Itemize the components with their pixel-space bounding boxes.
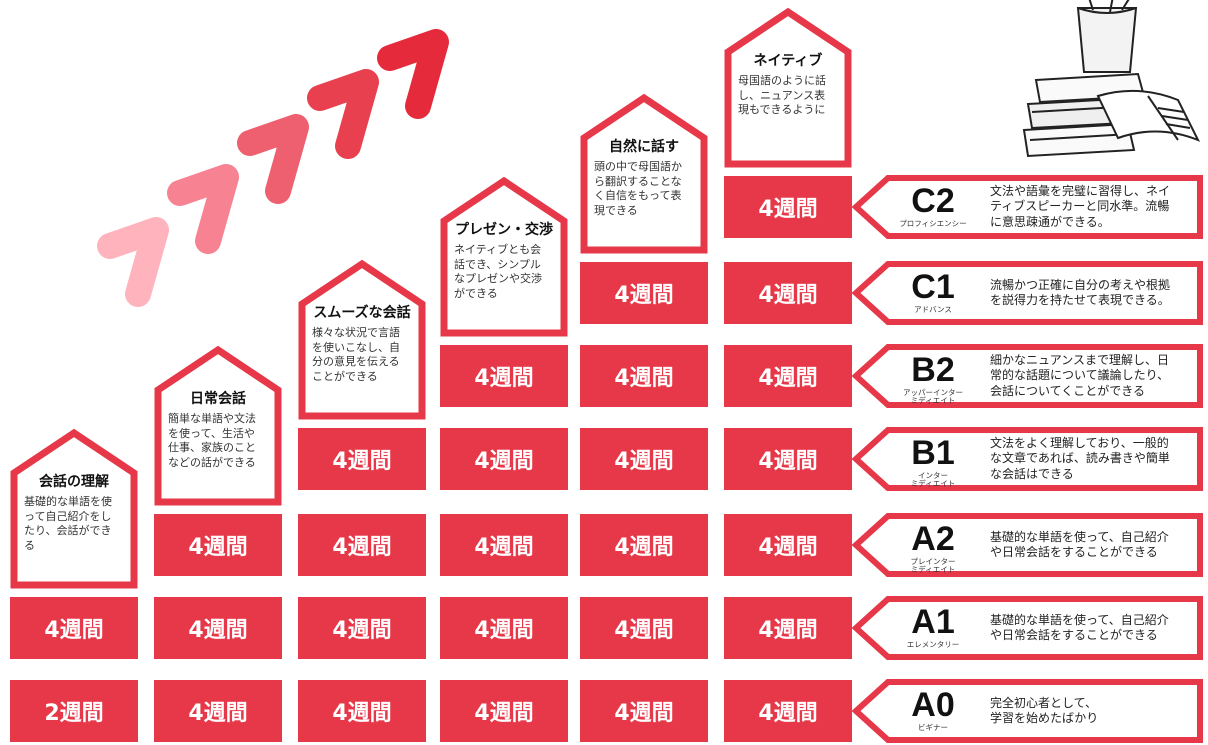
level-name: プレインター ミディエイト: [910, 557, 956, 574]
stage-house: 会話の理解基礎的な単語を使 って自己紹介をし たり、会話ができ る: [10, 428, 138, 589]
stage-description: 頭の中で母国語か ら翻訳することな く自信をもって表 現できる: [594, 160, 682, 217]
level-description: 完全初心者として、 学習を始めたばかり: [990, 695, 1099, 726]
stage-title: 自然に話す: [609, 139, 679, 155]
level-description: 基礎的な単語を使って、自己紹介 や日常会話をすることができる: [990, 529, 1169, 560]
house-outline: [724, 7, 852, 168]
stage-title: プレゼン・交渉: [455, 222, 553, 238]
stage-title: スムーズな会話: [313, 305, 411, 321]
progress-arrows: [97, 29, 449, 307]
duration-cell: 4週間: [440, 597, 568, 659]
chevron-arrow: [97, 217, 169, 307]
duration-cell: 4週間: [154, 680, 282, 742]
duration-cell: 4週間: [580, 262, 708, 324]
duration-cell: 2週間: [10, 680, 138, 742]
level-name: アッパーインター ミディエイト: [903, 388, 963, 405]
duration-cell: 4週間: [154, 597, 282, 659]
duration-cell: 4週間: [298, 680, 426, 742]
level-code: B2: [911, 351, 955, 389]
duration-cell: 4週間: [724, 597, 852, 659]
chevron-arrow: [307, 69, 379, 159]
duration-cell: 4週間: [580, 680, 708, 742]
duration-cell: 4週間: [724, 514, 852, 576]
duration-cell: 4週間: [10, 597, 138, 659]
level-name: ビギナー: [918, 723, 948, 732]
duration-cell: 4週間: [298, 514, 426, 576]
duration-cell: 4週間: [298, 428, 426, 490]
level-code: B1: [911, 434, 955, 472]
duration-cell: 4週間: [724, 262, 852, 324]
duration-cell: 4週間: [724, 345, 852, 407]
tag-outline: [851, 679, 1203, 743]
house-outline: [440, 176, 568, 337]
level-code: A0: [911, 686, 955, 724]
tag-outline: [851, 261, 1203, 325]
tag-outline: [851, 175, 1203, 239]
level-name: インター ミディエイト: [910, 471, 956, 488]
level-description: 流暢かつ正確に自分の考えや根拠 を説得力を持たせて表現できる。: [990, 277, 1171, 308]
duration-cell: 4週間: [440, 345, 568, 407]
level-code: C2: [911, 182, 955, 220]
level-code: A1: [911, 603, 955, 641]
stage-description: 様々な状況で言語 を使いこなし、自 分の意見を伝える ことができる: [312, 326, 400, 383]
stage-house: ネイティブ母国語のように話 し、ニュアンス表 現もできるように: [724, 7, 852, 168]
stage-house: スムーズな会話様々な状況で言語 を使いこなし、自 分の意見を伝える ことができる: [298, 259, 426, 420]
chevron-arrow: [237, 114, 309, 204]
level-name: プロフィシエンシー: [899, 219, 967, 228]
chevron-arrow: [167, 164, 239, 254]
duration-cell: 4週間: [724, 176, 852, 238]
level-name: アドバンス: [914, 305, 952, 314]
duration-cell: 4週間: [724, 428, 852, 490]
level-description: 細かなニュアンスまで理解し、日 常的な話題について議論したり、 会話についてくこ…: [990, 352, 1170, 398]
house-outline: [298, 259, 426, 420]
level-description: 文法をよく理解しており、一般的 な文章であれば、読み書きや簡単 な会話はできる: [990, 435, 1170, 481]
house-outline: [10, 428, 138, 589]
stage-title: ネイティブ: [753, 53, 823, 69]
duration-cell: 4週間: [580, 428, 708, 490]
level-description: 基礎的な単語を使って、自己紹介 や日常会話をすることができる: [990, 612, 1169, 643]
duration-cell: 4週間: [580, 345, 708, 407]
stage-title: 日常会話: [190, 391, 246, 407]
books-illustration: [1022, 0, 1201, 158]
tag-outline: [851, 513, 1203, 577]
stage-house: 日常会話簡単な単語や文法 を使って、生活や 仕事、家族のこと などの話ができる: [154, 345, 282, 506]
stage-description: ネイティブとも会 話でき、シンプル なプレゼンや交渉 ができる: [454, 243, 542, 300]
duration-cell: 4週間: [580, 514, 708, 576]
tag-outline: [851, 596, 1203, 660]
level-code: C1: [911, 268, 955, 306]
house-outline: [580, 93, 708, 254]
stage-house: プレゼン・交渉ネイティブとも会 話でき、シンプル なプレゼンや交渉 ができる: [440, 176, 568, 337]
stage-description: 母国語のように話 し、ニュアンス表 現もできるように: [738, 74, 826, 116]
stage-description: 簡単な単語や文法 を使って、生活や 仕事、家族のこと などの話ができる: [168, 412, 256, 469]
duration-cell: 4週間: [440, 514, 568, 576]
duration-cell: 4週間: [298, 597, 426, 659]
duration-cell: 4週間: [440, 428, 568, 490]
tag-outline: [851, 344, 1203, 408]
duration-cell: 4週間: [154, 514, 282, 576]
tag-outline: [851, 427, 1203, 491]
stage-description: 基礎的な単語を使 って自己紹介をし たり、会話ができ る: [24, 495, 112, 552]
duration-cell: 4週間: [440, 680, 568, 742]
level-name: エレメンタリー: [906, 640, 960, 649]
level-description: 文法や語彙を完璧に習得し、ネイ ティブスピーカーと同水準。流暢 に意思疎通ができ…: [990, 183, 1171, 229]
duration-cell: 4週間: [724, 680, 852, 742]
stage-house: 自然に話す頭の中で母国語か ら翻訳することな く自信をもって表 現できる: [580, 93, 708, 254]
house-outline: [154, 345, 282, 506]
level-code: A2: [911, 520, 955, 558]
chevron-arrow: [377, 29, 449, 119]
stage-title: 会話の理解: [39, 474, 109, 490]
duration-cell: 4週間: [580, 597, 708, 659]
